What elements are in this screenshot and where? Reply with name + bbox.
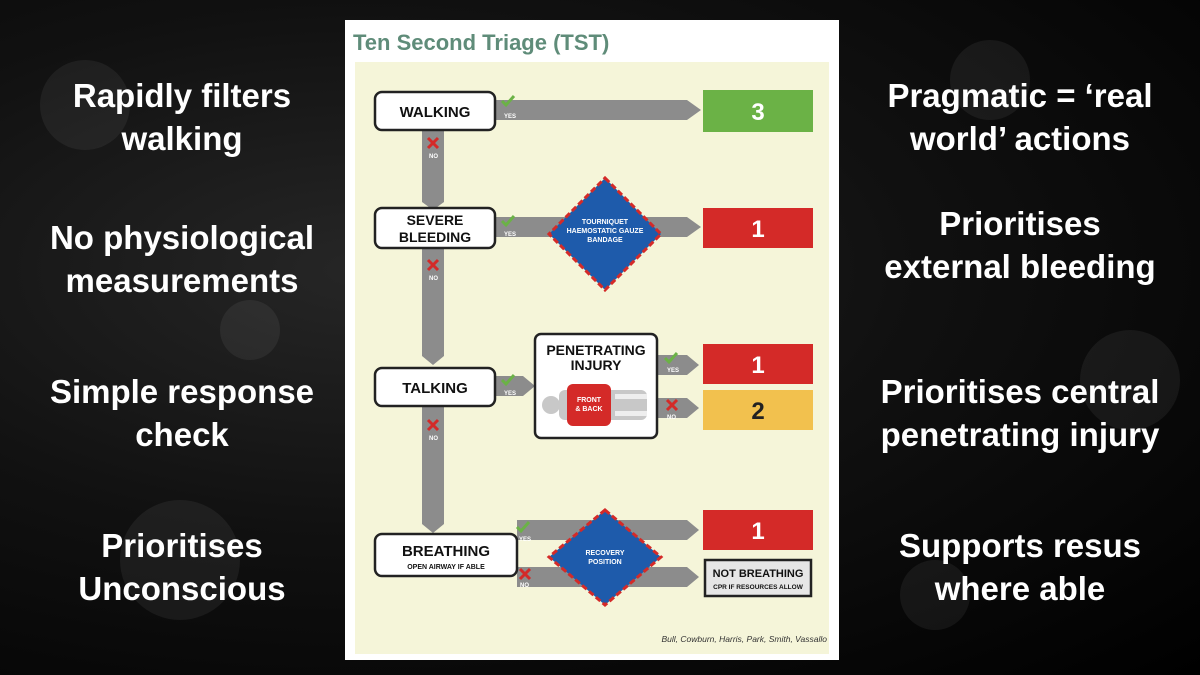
breathing-yes-label: YES [519, 537, 531, 543]
priority-penetrating-no-value: 2 [751, 398, 764, 425]
arrow-penetrating-no [657, 398, 699, 418]
priority-penetrating-yes-value: 1 [751, 352, 764, 379]
talking-box [373, 366, 497, 408]
right-point-1-line-1: Pragmatic = ‘real [887, 77, 1153, 114]
priority-penetrating-yes [703, 344, 813, 384]
left-point-3-line-2: check [135, 416, 229, 453]
left-point-1: Rapidly filters walking [12, 74, 352, 160]
triage-flowchart: WALKING SEVERE BLEEDING TALKING BREATHIN… [355, 62, 829, 654]
right-point-2: Prioritises external bleeding [850, 202, 1190, 288]
down-arrow-3-head [422, 524, 444, 533]
tourniquet-line-3: BANDAGE [587, 237, 623, 244]
down-arrow-2-head [422, 356, 444, 365]
left-point-1-line-1: Rapidly filters [72, 77, 292, 114]
priority-penetrating-no [703, 390, 813, 430]
right-point-2-line-1: Prioritises [939, 205, 1101, 242]
right-point-3-line-1: Prioritises central [880, 373, 1160, 410]
penetrating-yes-label: YES [667, 368, 679, 374]
priority-breathing [703, 510, 813, 550]
card-title: Ten Second Triage (TST) [353, 30, 610, 55]
right-point-1-line-2: world’ actions [909, 120, 1131, 157]
left-point-4: Prioritises Unconscious [12, 524, 352, 610]
tourniquet-line-2: HAEMOSTATIC GAUZE [567, 228, 644, 235]
right-point-3: Prioritises central penetrating injury [850, 370, 1190, 456]
bleeding-label-1: SEVERE [407, 212, 464, 228]
talking-no-label: NO [429, 436, 438, 442]
priority-breathing-value: 1 [751, 518, 764, 545]
down-arrow-1-head [422, 202, 444, 210]
penetrating-line-2: INJURY [571, 357, 622, 373]
left-point-2: No physiological measurements [12, 216, 352, 302]
walking-label: WALKING [400, 104, 471, 121]
triage-card: Ten Second Triage (TST) WALKING SEVERE B… [345, 20, 839, 660]
walking-yes-label: YES [504, 114, 516, 120]
body-figure-icon [542, 384, 647, 426]
bleeding-label-2: BLEEDING [399, 229, 471, 245]
right-point-2-line-2: external bleeding [884, 248, 1156, 285]
arrow-walking-yes [495, 100, 701, 120]
not-breathing-box [703, 558, 813, 598]
down-arrow-3 [422, 404, 444, 524]
not-breathing-label: NOT BREATHING [713, 568, 804, 580]
priority-bleeding [703, 208, 813, 248]
left-point-3-line-1: Simple response [49, 373, 315, 410]
bleeding-yes-label: YES [504, 232, 516, 238]
walking-no-label: NO [429, 154, 438, 160]
tourniquet-diamond [546, 175, 664, 293]
breathing-sublabel: OPEN AIRWAY IF ABLE [407, 564, 485, 571]
right-point-4-line-1: Supports resus [898, 527, 1142, 564]
down-arrow-2 [422, 246, 444, 356]
left-point-3: Simple response check [12, 370, 352, 456]
front-back-line-1: FRONT [577, 397, 602, 404]
front-back-line-2: & BACK [575, 406, 602, 413]
left-point-2-line-2: measurements [65, 262, 299, 299]
penetrating-no-label: NO [667, 415, 676, 421]
priority-bleeding-value: 1 [751, 216, 764, 243]
walking-box [373, 90, 497, 132]
priority-walking [703, 90, 813, 132]
left-point-1-line-2: walking [121, 120, 243, 157]
talking-label: TALKING [402, 380, 468, 397]
down-arrow-1 [422, 130, 444, 202]
right-point-4-line-2: where able [934, 570, 1106, 607]
right-point-1: Pragmatic = ‘real world’ actions [850, 74, 1190, 160]
left-point-4-line-1: Prioritises [101, 527, 263, 564]
bleeding-box [373, 206, 497, 250]
not-breathing-sublabel: CPR IF RESOURCES ALLOW [713, 584, 804, 591]
priority-walking-value: 3 [751, 99, 764, 126]
talking-yes-label: YES [504, 391, 516, 397]
recovery-line-2: POSITION [588, 559, 621, 566]
bleeding-no-label: NO [429, 276, 438, 282]
breathing-label: BREATHING [402, 543, 490, 560]
left-point-4-line-2: Unconscious [78, 570, 286, 607]
left-point-2-line-1: No physiological [49, 219, 315, 256]
breathing-box [373, 532, 519, 578]
recovery-diamond [546, 508, 664, 607]
credits: Bull, Cowburn, Harris, Park, Smith, Vass… [661, 634, 828, 644]
penetrating-line-1: PENETRATING [546, 342, 645, 358]
breathing-no-label: NO [520, 583, 529, 589]
right-point-3-line-2: penetrating injury [880, 416, 1160, 453]
recovery-line-1: RECOVERY [585, 550, 624, 557]
right-point-4: Supports resus where able [850, 524, 1190, 610]
tourniquet-line-1: TOURNIQUET [582, 219, 629, 226]
